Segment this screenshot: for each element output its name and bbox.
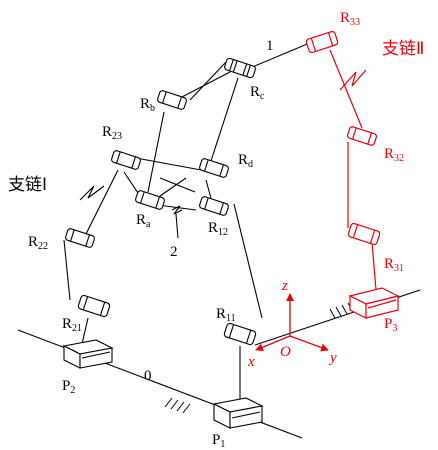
- link2-leader: [175, 213, 179, 239]
- label-axis-x: x: [247, 354, 255, 370]
- black-joints: [65, 57, 257, 346]
- link-R12-R11: [233, 203, 263, 319]
- coordinate-frame: [255, 293, 329, 352]
- joint-R12: [199, 196, 229, 216]
- link-R23-Rd: [135, 157, 213, 173]
- platform-cross-2: [159, 177, 187, 197]
- label-Rb: Rb: [140, 96, 155, 114]
- labels: 1 2 0 支链Ⅰ 支链Ⅱ R33 R32 R31 P3 Rb Rc Rd Ra…: [8, 10, 424, 450]
- ground-hatch-left: [164, 397, 191, 414]
- joint-Rc: [224, 57, 256, 79]
- label-axis-z: z: [281, 278, 288, 294]
- link2-break: [171, 205, 183, 215]
- label-branch1: 支链Ⅰ: [8, 175, 47, 195]
- prismatic-P1: [212, 397, 264, 429]
- joint-R22: [65, 228, 95, 248]
- x-axis-arrow: [255, 335, 291, 352]
- label-R31: R31: [384, 256, 404, 274]
- label-origin: O: [280, 344, 291, 360]
- joint-R32: [347, 126, 377, 146]
- joint-Rd: [199, 158, 229, 178]
- joint-R11: [223, 322, 257, 346]
- joint-R21: [77, 294, 111, 318]
- label-R23: R23: [102, 124, 122, 142]
- link-R22-R23: [81, 169, 119, 243]
- joint-R23: [111, 150, 141, 170]
- label-R11: R11: [216, 306, 236, 324]
- black-links: [63, 41, 313, 400]
- joint-R33: [305, 30, 339, 54]
- link-R23-Ra: [123, 171, 141, 197]
- link-R31-P3: [371, 241, 377, 291]
- label-R33: R33: [340, 10, 360, 28]
- label-ground: 0: [144, 368, 152, 384]
- platform-cross-1: [159, 177, 196, 193]
- label-P2: P2: [62, 378, 75, 396]
- label-link1: 1: [266, 38, 274, 54]
- y-axis-arrow: [289, 335, 329, 352]
- label-R22: R22: [28, 234, 48, 252]
- branch1-break: [79, 185, 105, 201]
- label-R12: R12: [208, 220, 228, 238]
- link-Rb-Ra: [147, 111, 165, 193]
- joint-Ra: [135, 190, 165, 210]
- link-Rb-Rc: [179, 71, 231, 99]
- branch2-break: [339, 69, 367, 91]
- red-links: [329, 49, 377, 291]
- red-joints: [305, 30, 381, 246]
- prismatic-P3: [348, 287, 400, 319]
- label-branch2: 支链Ⅱ: [382, 39, 424, 59]
- joint-R31: [347, 222, 381, 246]
- label-Rc: Rc: [250, 84, 265, 102]
- label-axis-y: y: [328, 350, 337, 366]
- link-R33-R32: [329, 49, 363, 129]
- link-P2-R21: [81, 317, 89, 345]
- label-P1: P1: [212, 432, 225, 450]
- label-R32: R32: [384, 146, 404, 164]
- label-R21: R21: [62, 316, 82, 334]
- prismatic-P2: [62, 339, 114, 369]
- label-Rd: Rd: [238, 152, 253, 170]
- link-R21-R22a: [63, 239, 71, 301]
- link1-bar: [249, 41, 313, 69]
- label-Ra: Ra: [136, 212, 151, 230]
- link-Rb-upper: [189, 61, 227, 101]
- label-P3: P3: [384, 316, 397, 334]
- link-Rc-Rd: [209, 77, 239, 165]
- joint-Rb: [157, 90, 187, 110]
- label-link2: 2: [170, 244, 178, 260]
